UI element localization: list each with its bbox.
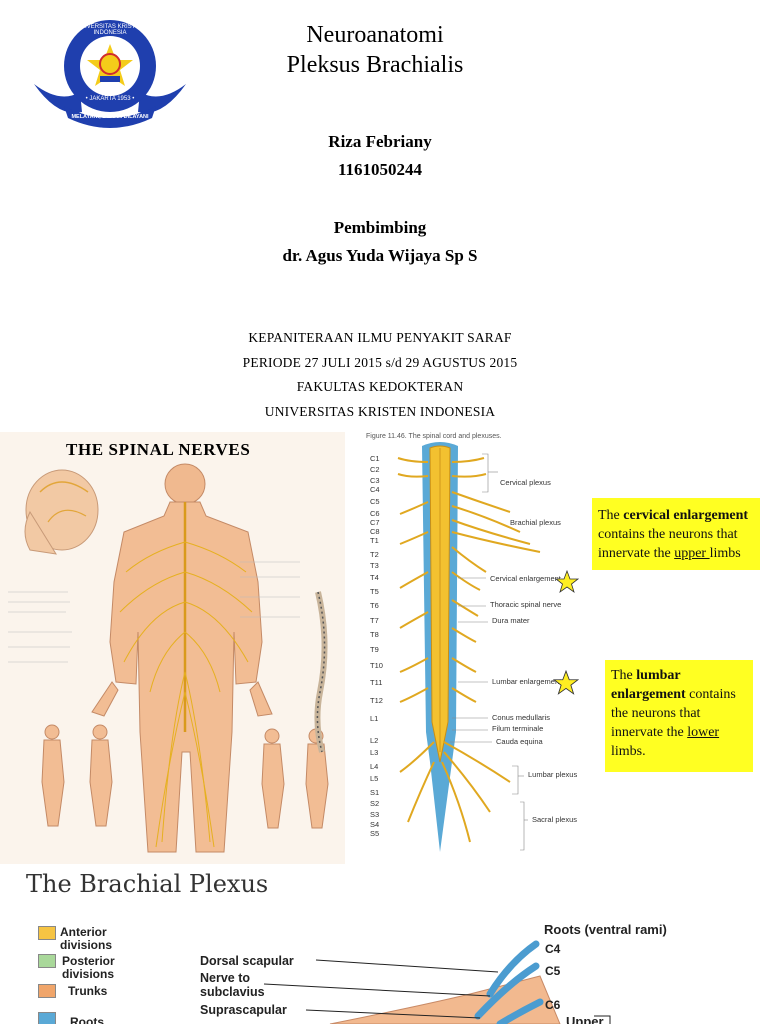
segment-label: T1 xyxy=(370,536,379,545)
legend-label: Anterior divisions xyxy=(60,925,113,952)
institution-line-1: KEPANITERAAN ILMU PENYAKIT SARAF xyxy=(248,330,512,345)
spinal-cord-diagram: Figure 11.46. The spinal cord and plexus… xyxy=(360,432,602,864)
segment-label: S5 xyxy=(370,829,380,838)
title-line-2: Pleksus Brachialis xyxy=(286,52,464,78)
logo-ring-text: UNIVERSITAS KRISTEN INDONESIA xyxy=(76,24,144,36)
callout-underline: lower xyxy=(687,725,720,740)
legend-swatch xyxy=(38,984,56,998)
segment-label: L1 xyxy=(370,714,379,723)
root-label: C4 xyxy=(545,942,561,956)
label-dura-mater: Dura mater xyxy=(492,616,530,625)
poster-title: THE SPINAL NERVES xyxy=(66,440,251,459)
roots-heading: Roots (ventral rami) xyxy=(544,922,667,937)
segment-label: C6 xyxy=(370,509,380,518)
segment-label: T9 xyxy=(370,645,379,654)
cervical-enlargement-callout: The cervical enlargement contains the ne… xyxy=(592,498,760,570)
segment-label: C3 xyxy=(370,476,380,485)
author-block: Riza Febriany 1161050244 xyxy=(200,128,560,184)
callout-text: contains the neurons that innervate the xyxy=(598,527,738,561)
legend-label: Roots xyxy=(70,1015,104,1024)
segment-label: C7 xyxy=(370,518,380,527)
nerve-label-dorsal-scapular: Dorsal scapular xyxy=(200,954,294,968)
university-logo: UNIVERSITAS KRISTEN INDONESIA • JAKARTA … xyxy=(30,14,190,134)
advisor-heading: Pembimbing xyxy=(333,218,427,237)
label-sacral-plexus: Sacral plexus xyxy=(532,815,578,824)
segment-label: T8 xyxy=(370,630,379,639)
callout-bold: lumbar enlargement xyxy=(611,668,686,702)
root-label: C5 xyxy=(545,964,561,978)
segment-label: T5 xyxy=(370,587,379,596)
segment-label: S1 xyxy=(370,788,380,797)
legend-swatch xyxy=(38,926,56,940)
segment-label: T11 xyxy=(370,678,383,687)
label-conus-medullaris: Conus medullaris xyxy=(492,713,550,722)
label-brachial-plexus: Brachial plexus xyxy=(510,518,561,527)
segment-label: T10 xyxy=(370,661,383,670)
star-icon xyxy=(553,670,579,695)
segment-label: T6 xyxy=(370,601,379,610)
legend-label: Posterior divisions xyxy=(62,954,115,981)
root-label: C6 xyxy=(545,998,561,1012)
segment-label: T7 xyxy=(370,616,379,625)
institution-block: KEPANITERAAN ILMU PENYAKIT SARAF PERIODE… xyxy=(120,326,640,424)
segment-label: C2 xyxy=(370,465,380,474)
callout-text: limbs xyxy=(709,546,741,561)
segment-label: T4 xyxy=(370,573,379,582)
segment-label: C8 xyxy=(370,527,380,536)
trunk-label-upper: Upper xyxy=(566,1014,604,1024)
segment-label: S3 xyxy=(370,810,380,819)
segment-label: L3 xyxy=(370,748,379,757)
author-id: 1161050244 xyxy=(337,160,423,179)
segment-label: L5 xyxy=(370,774,379,783)
nerve-label-subclavius: Nerve to subclavius xyxy=(200,971,265,999)
label-lumbar-enlargement: Lumbar enlargement xyxy=(492,677,562,686)
logo-year-text: • JAKARTA 1953 • xyxy=(85,96,135,102)
segment-label: T3 xyxy=(370,561,379,570)
institution-line-3: FAKULTAS KEDOKTERAN xyxy=(296,379,464,394)
callout-text: The xyxy=(598,508,624,523)
brachial-plexus-title: The Brachial Plexus xyxy=(26,870,269,898)
segment-label: L2 xyxy=(370,736,379,745)
lumbar-enlargement-callout: The lumbar enlargement contains the neur… xyxy=(605,660,753,772)
institution-line-2: PERIODE 27 JULI 2015 s/d 29 AGUSTUS 2015 xyxy=(242,354,518,370)
callout-text: The xyxy=(611,668,637,683)
brachial-plexus-figure: The Brachial Plexus Anterior divisions P… xyxy=(0,866,768,1024)
segment-label: L4 xyxy=(370,762,379,771)
page-title: Neuroanatomi Pleksus Brachialis xyxy=(200,20,550,80)
segment-label: C1 xyxy=(370,454,380,463)
segment-label: C5 xyxy=(370,497,380,506)
segment-label: S2 xyxy=(370,799,380,808)
callout-bold: cervical enlargement xyxy=(623,508,749,523)
callout-text: limbs. xyxy=(611,744,646,759)
spinal-nerves-illustration xyxy=(8,463,329,853)
figure-caption: Figure 11.46. The spinal cord and plexus… xyxy=(366,433,502,440)
advisor-name: dr. Agus Yuda Wijaya Sp S xyxy=(282,246,478,265)
segment-label: S4 xyxy=(370,820,380,829)
title-line-1: Neuroanatomi xyxy=(306,22,444,48)
nerve-label-suprascapular: Suprascapular xyxy=(200,1003,287,1017)
callout-text: contains the neurons that innervate the xyxy=(611,687,736,740)
segment-label: T2 xyxy=(370,550,379,559)
logo-motto: MELAYANI, BUKAN DILAYANI xyxy=(71,114,149,120)
segment-label: T12 xyxy=(370,696,383,705)
label-cervical-enlargement: Cervical enlargement xyxy=(490,574,561,583)
legend-swatch xyxy=(38,954,56,968)
label-cauda-equina: Cauda equina xyxy=(496,737,543,746)
label-lumbar-plexus: Lumbar plexus xyxy=(528,770,578,779)
author-name: Riza Febriany xyxy=(328,132,432,151)
advisor-block: Pembimbing dr. Agus Yuda Wijaya Sp S xyxy=(160,214,600,270)
label-filum-terminale: Filum terminale xyxy=(492,724,544,733)
label-cervical-plexus: Cervical plexus xyxy=(500,478,551,487)
label-thoracic-spinal-nerve: Thoracic spinal nerve xyxy=(490,600,562,609)
spinal-nerves-poster: THE SPINAL NERVES xyxy=(0,432,345,864)
legend-label: Trunks xyxy=(68,984,108,998)
callout-underline: upper xyxy=(674,546,710,561)
institution-line-4: UNIVERSITAS KRISTEN INDONESIA xyxy=(264,403,496,419)
legend-swatch xyxy=(38,1012,56,1024)
segment-label: C4 xyxy=(370,485,380,494)
star-icon xyxy=(555,570,579,594)
